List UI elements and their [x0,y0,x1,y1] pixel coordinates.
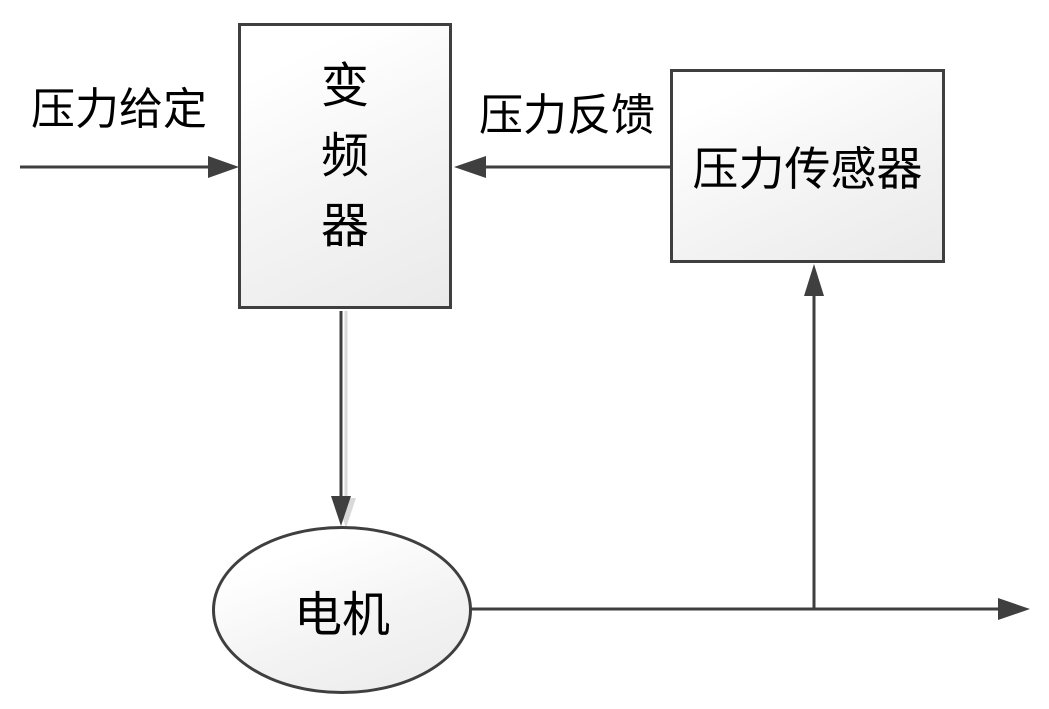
inverter-label: 变频器 [321,60,370,253]
inverter-to-motor-arrow [331,311,351,526]
motor-ellipse: 电机 [212,526,472,694]
setpoint-arrow [20,156,239,178]
motor-label: 电机 [293,589,390,642]
motor-output-arrow [470,598,1030,620]
pressure-sensor-box: 压力传感器 [670,69,945,263]
pressure-sensor-label: 压力传感器 [692,144,923,195]
feedback-edge-label: 压力反馈 [479,91,655,140]
inverter-box: 变频器 [238,23,452,309]
output-to-sensor-arrow [804,264,824,609]
feedback-arrow [454,156,670,178]
setpoint-edge-label: 压力给定 [31,85,207,134]
